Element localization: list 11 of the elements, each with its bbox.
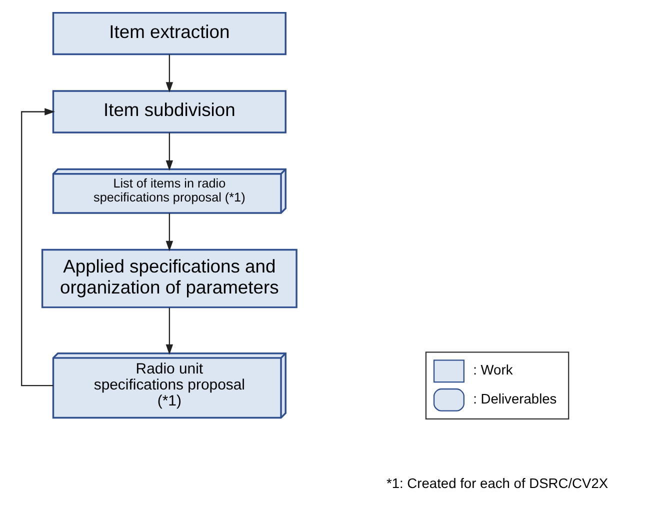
node-box: Item extraction <box>52 12 286 56</box>
legend-label: : Deliverables <box>473 391 557 406</box>
node-box: Item subdivision <box>52 90 286 134</box>
label: *1: Created for each of DSRC/CV2X <box>386 476 608 492</box>
arrow <box>166 308 174 355</box>
node-box: Applied specifications and organization of parameters <box>41 248 298 308</box>
legend-label: : Work <box>473 362 513 378</box>
arrow <box>166 132 174 171</box>
arrow <box>166 54 174 92</box>
arrow <box>166 213 174 252</box>
arrow <box>21 108 55 386</box>
